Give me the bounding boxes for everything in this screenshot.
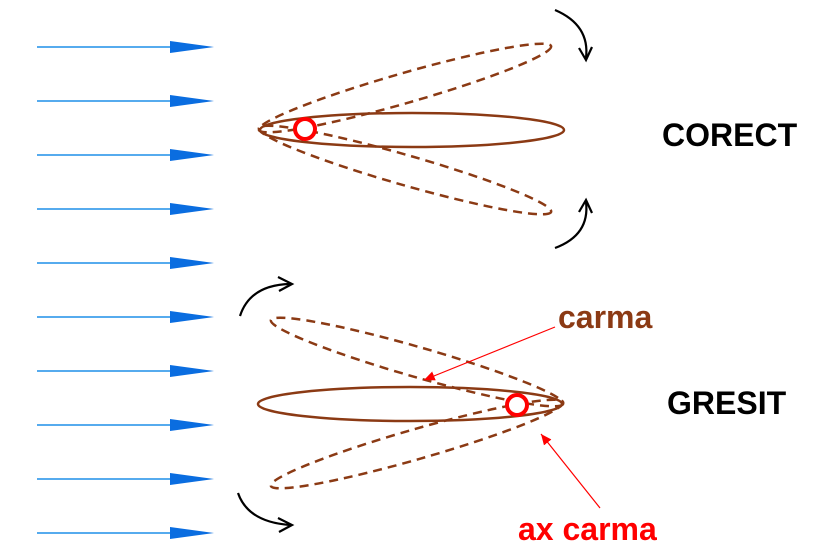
- rotation-arrowhead-bottom-left-top: [277, 276, 295, 292]
- label-rudder-axis: ax carma: [518, 511, 657, 547]
- rudder-deflected-down-correct: [257, 124, 553, 216]
- flow-arrow-head: [170, 419, 214, 431]
- flow-arrow: [37, 203, 214, 215]
- flow-arrow: [37, 95, 214, 107]
- flow-arrow: [37, 419, 214, 431]
- axis-circle-wrong: [505, 393, 529, 417]
- rudder-pointer-line: [423, 326, 556, 381]
- rotation-arrow-top-right: [554, 8, 588, 59]
- flow-arrow: [37, 527, 214, 539]
- label-rudder: carma: [558, 299, 653, 335]
- rotation-arrow-bottom-left-top: [238, 282, 291, 317]
- rotation-arrowhead-top-right: [578, 46, 593, 63]
- flow-arrow: [37, 149, 214, 161]
- rotation-arrowhead-bottom-right: [578, 197, 593, 214]
- flow-arrow: [37, 473, 214, 485]
- flow-arrow-head: [170, 527, 214, 539]
- rotation-arrowhead-bottom-left-bottom: [277, 517, 295, 533]
- flow-arrow-head: [170, 311, 214, 323]
- wrong-rudder-group: [236, 276, 601, 533]
- flow-arrow-head: [170, 95, 214, 107]
- flow-arrow: [37, 365, 214, 377]
- flow-arrow-head: [170, 149, 214, 161]
- rotation-arrow-bottom-left-bottom: [236, 492, 291, 527]
- flow-arrow-head: [170, 257, 214, 269]
- rotation-arrow-bottom-right: [554, 201, 588, 250]
- flow-arrow-head: [170, 203, 214, 215]
- label-wrong: GRESIT: [667, 385, 787, 421]
- flow-arrow-head: [170, 473, 214, 485]
- axis-pointer-line: [540, 433, 601, 509]
- correct-rudder-group: [257, 8, 593, 250]
- flow-arrow-head: [170, 41, 214, 53]
- flow-arrows: [37, 41, 214, 539]
- axis-circle-correct: [293, 117, 317, 141]
- rudder-deflected-down-wrong: [269, 398, 565, 490]
- flow-arrow: [37, 311, 214, 323]
- flow-arrow: [37, 257, 214, 269]
- flow-arrow: [37, 41, 214, 53]
- label-correct: CORECT: [662, 117, 798, 153]
- flow-arrow-head: [170, 365, 214, 377]
